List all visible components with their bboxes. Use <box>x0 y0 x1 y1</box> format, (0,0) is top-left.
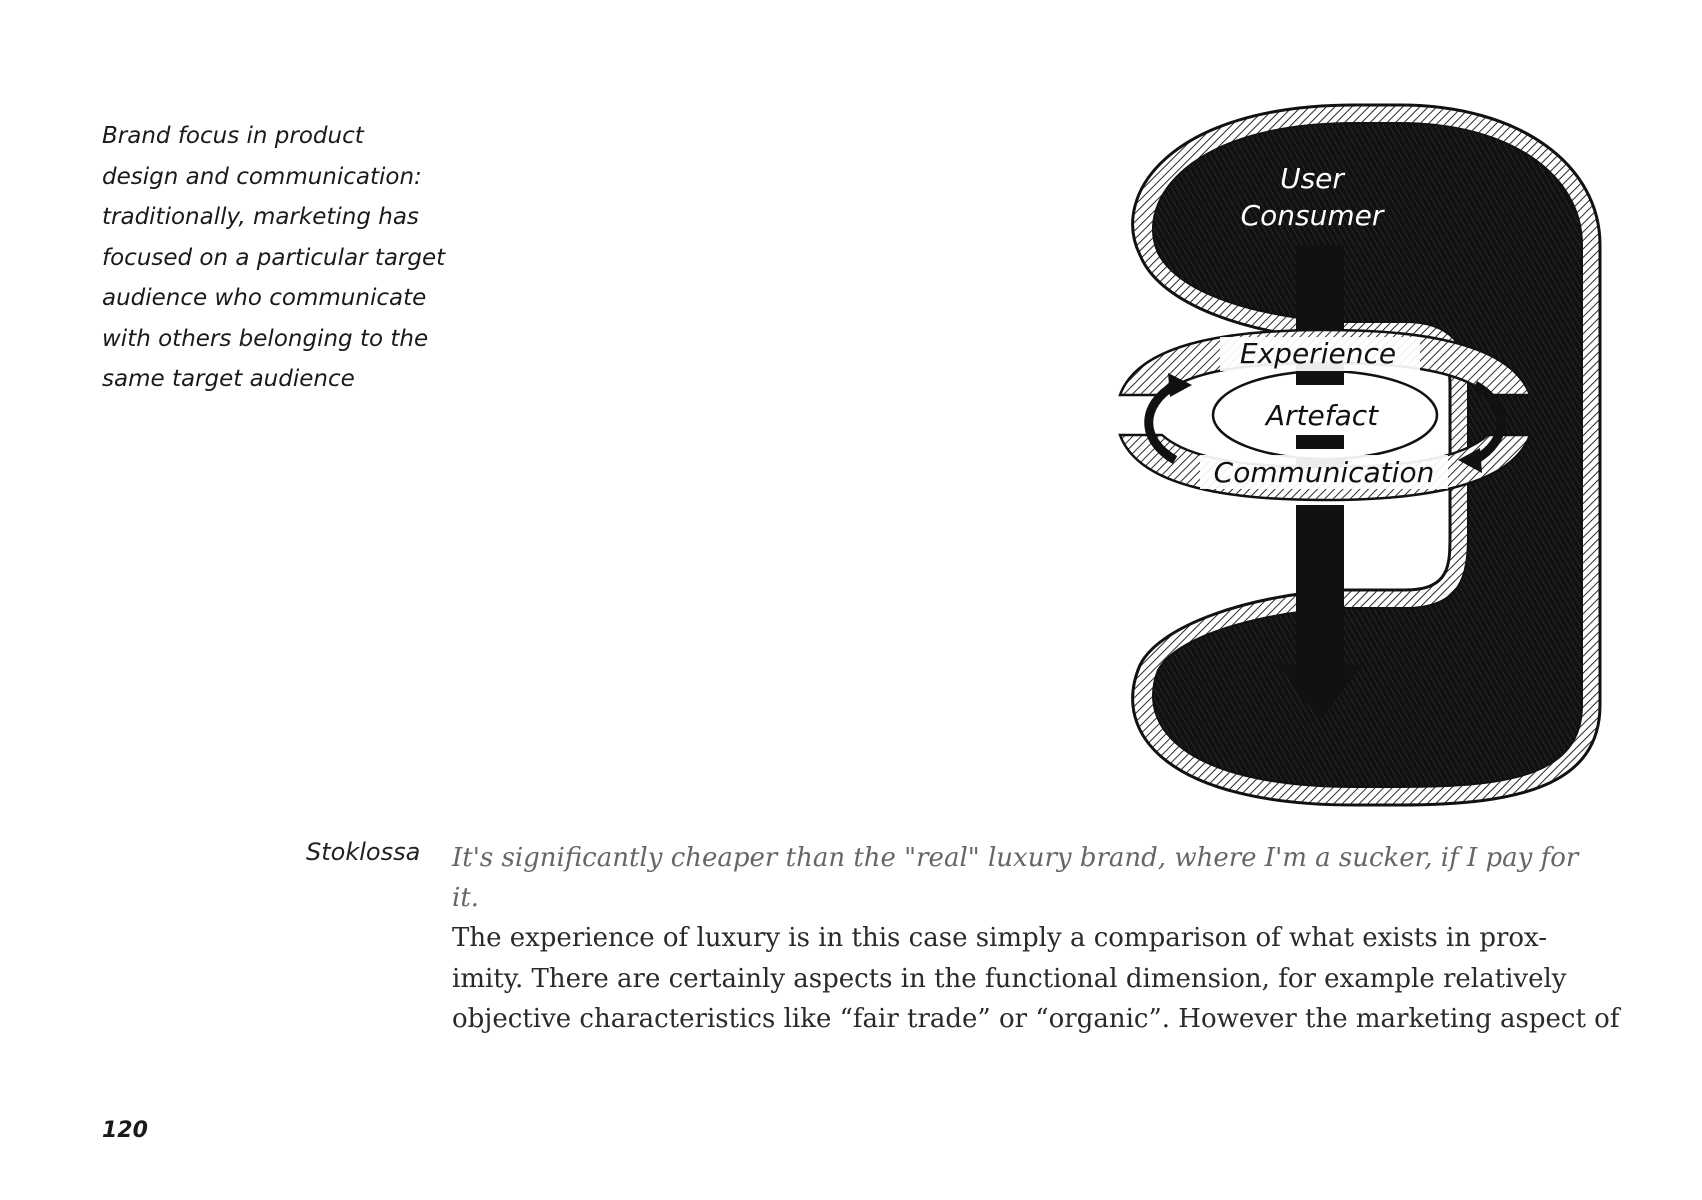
body-line: imity. There are certainly aspects in th… <box>452 963 1567 994</box>
label-artefact: Artefact <box>1264 399 1379 432</box>
body-paragraph: The experience of luxury is in this case… <box>452 918 1620 1040</box>
body-line: objective characteristics like “fair tra… <box>452 1004 1620 1034</box>
quote-line: It's significantly cheaper than the "rea… <box>452 843 1579 873</box>
label-user: User <box>1280 162 1345 195</box>
speaker-name: Stoklossa <box>306 838 421 866</box>
caption-line: traditionally, marketing has <box>102 204 419 230</box>
body-line: The experience of luxury is in this case… <box>452 923 1548 953</box>
caption-line: audience who communicate <box>102 285 427 311</box>
caption-line: with others belonging to the <box>102 325 429 352</box>
left-cycle-arrow-icon <box>1144 373 1192 464</box>
figure-caption: Brand focus in product design and commun… <box>102 116 462 400</box>
brand-focus-diagram: User Consumer Experience Artefact Commun… <box>1118 103 1602 807</box>
label-communication: Communication <box>1214 456 1435 489</box>
speaker-quote: It's significantly cheaper than the "rea… <box>452 838 1612 918</box>
label-consumer: Consumer <box>1241 199 1385 232</box>
label-experience: Experience <box>1240 337 1396 370</box>
caption-line: same target audience <box>102 366 355 392</box>
caption-line: design and communication: <box>102 163 422 190</box>
caption-line: focused on a particular target <box>102 244 446 271</box>
quote-line: it. <box>452 883 480 913</box>
right-cycle-arrow-icon <box>1458 381 1506 473</box>
caption-line: Brand focus in product <box>102 123 364 149</box>
page-number: 120 <box>102 1118 148 1143</box>
